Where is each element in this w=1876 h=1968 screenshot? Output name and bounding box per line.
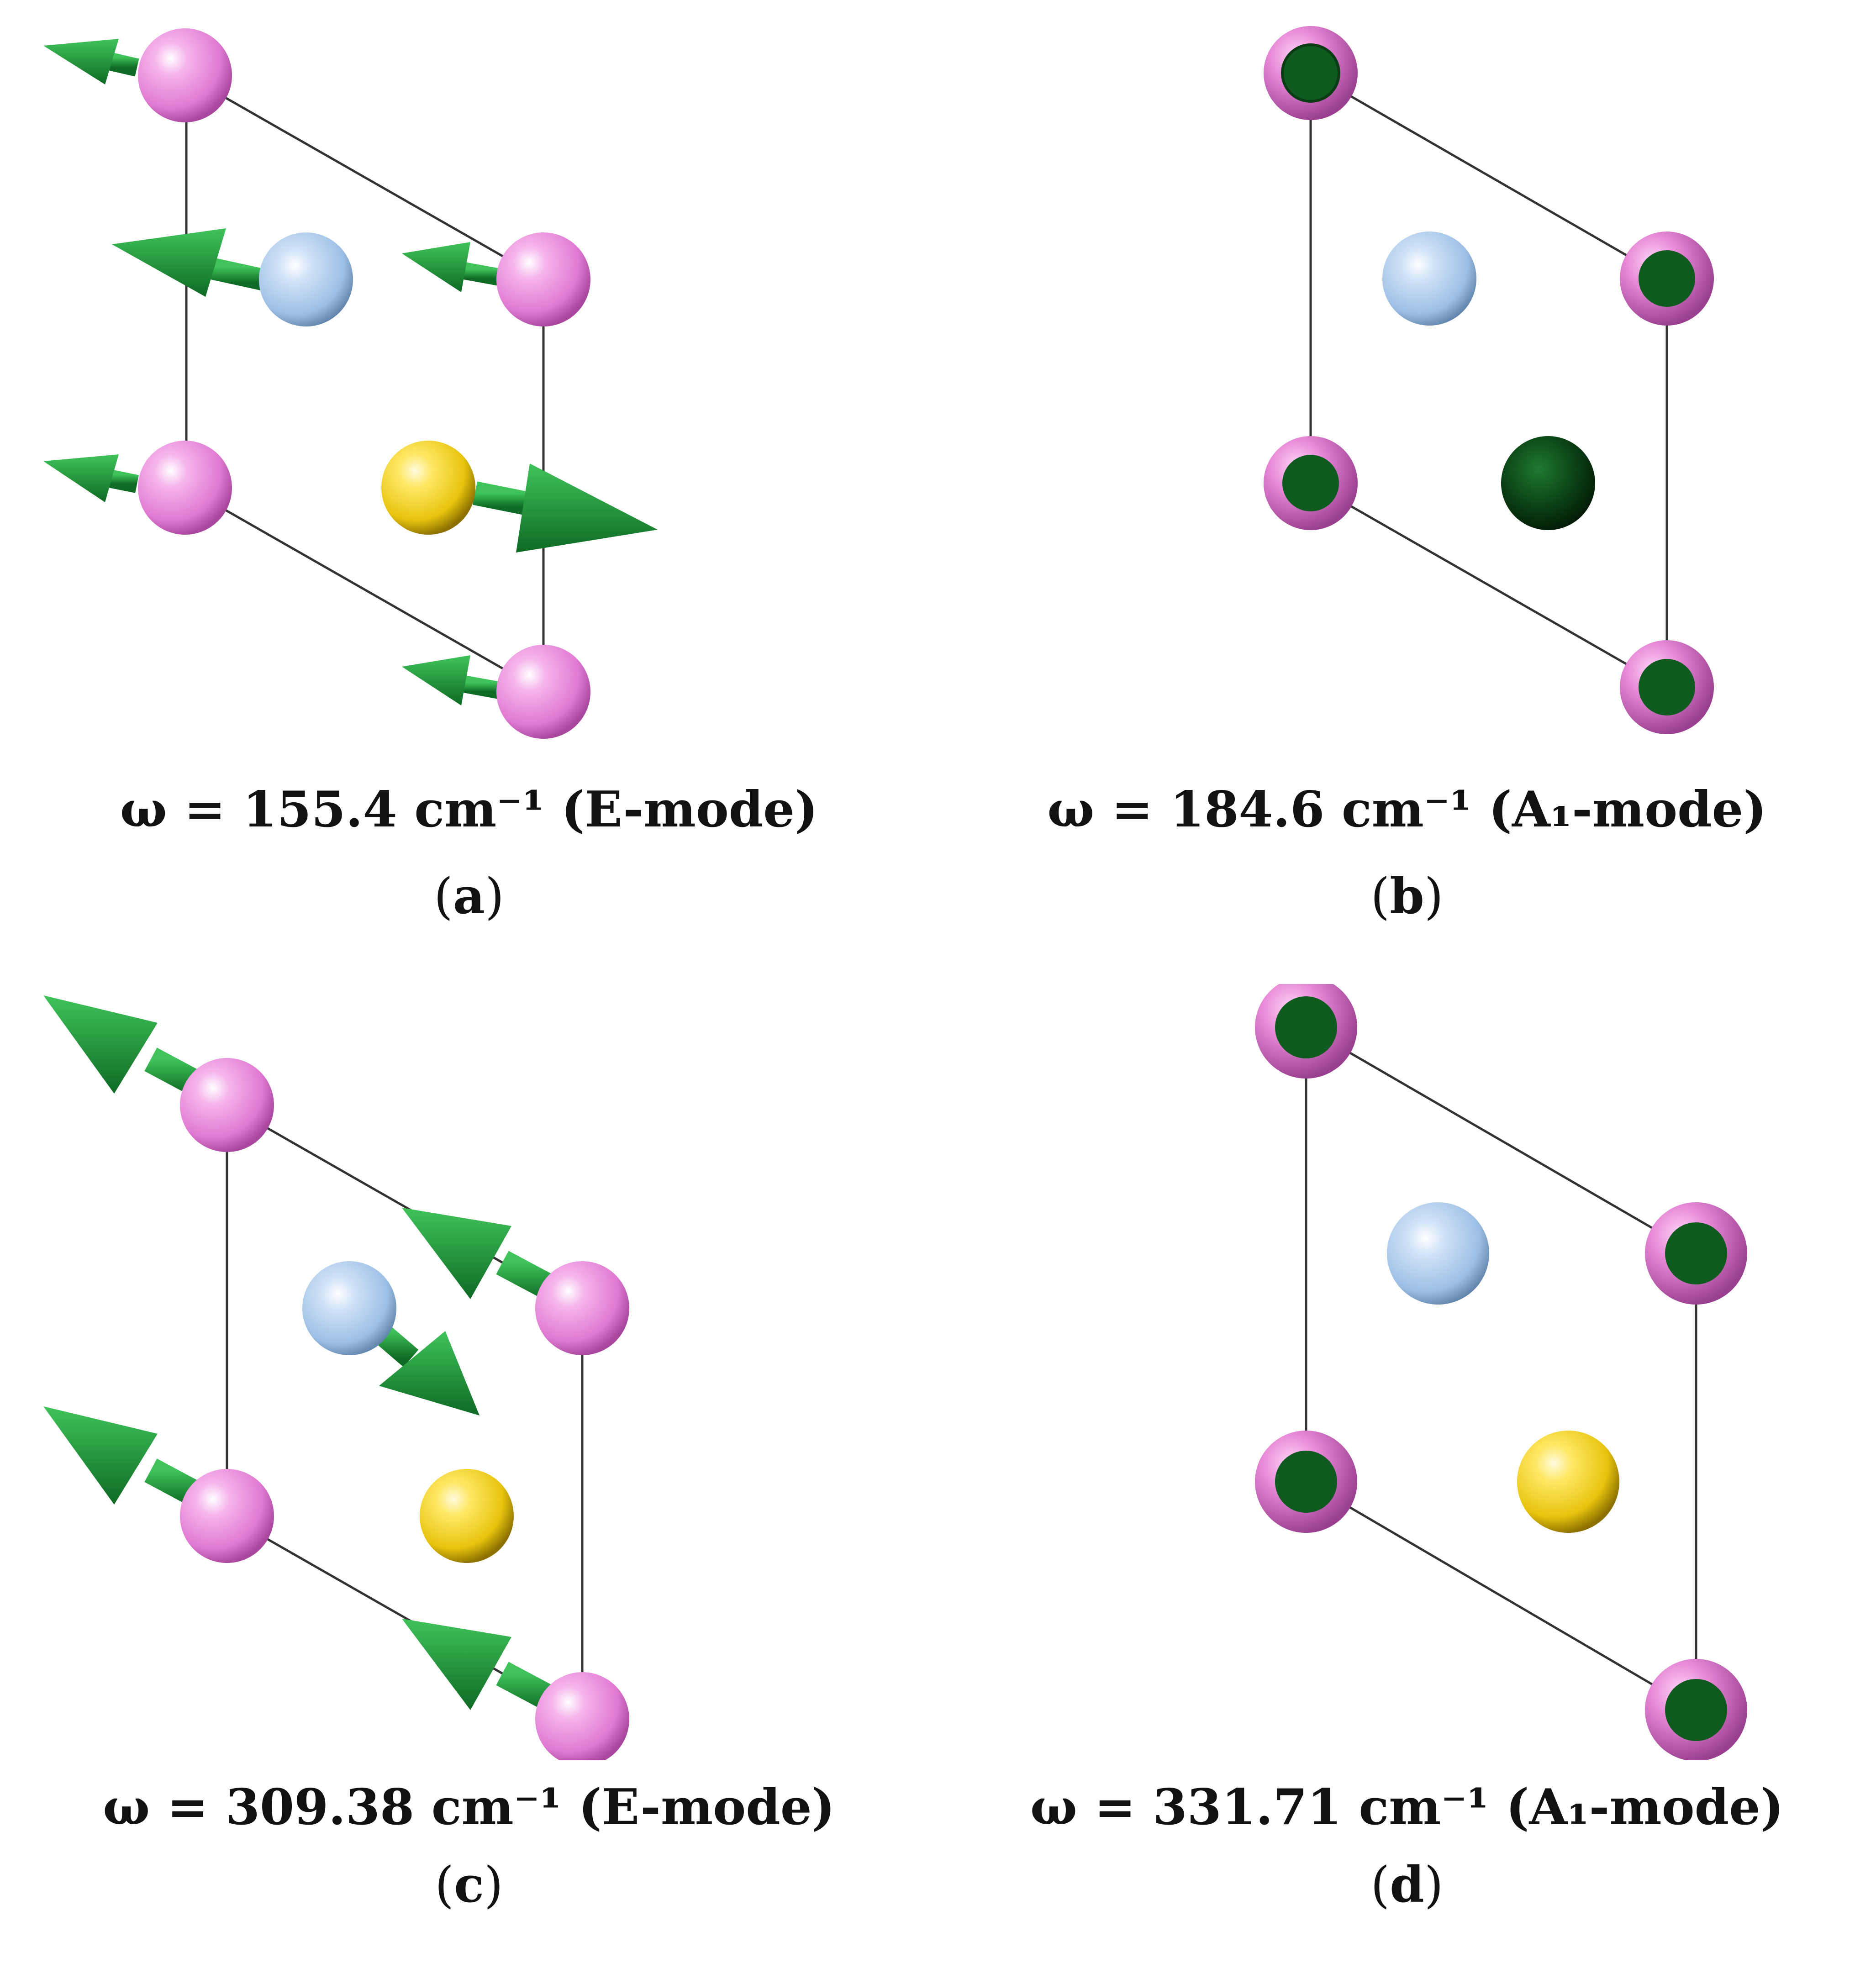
atom-pink-with-normal-arrow [1255,1431,1357,1533]
panel-label-letter: c [454,1856,484,1914]
panel-label: (c) [434,1856,504,1914]
atom-pink-with-normal-arrow [1264,26,1358,120]
atom-pink-with-normal-arrow [1255,984,1357,1079]
unit-cell-outline [226,1104,584,1721]
frequency-caption: ω = 184.6 cm⁻¹ (A₁-mode) [1047,781,1767,838]
atom-yellow [1517,1431,1619,1533]
frequency-caption: ω = 309.38 cm⁻¹ (E-mode) [103,1779,835,1836]
unit-cell-outline [185,74,545,694]
displacement-arrow [43,454,139,502]
atom-pink-with-normal-arrow [1620,640,1714,734]
atom-pink [535,1672,629,1760]
atom-pink-with-normal-arrow [1645,1202,1747,1305]
atom-pink-with-normal-arrow [1645,1659,1747,1760]
atom-pink-with-normal-arrow [1620,232,1714,326]
panel-label-letter: b [1390,868,1424,925]
atom-blue [1382,232,1476,326]
atom-pink [180,1469,274,1563]
atom-pink-with-normal-arrow [1264,436,1358,530]
panel-c: ω = 309.38 cm⁻¹ (E-mode) (c) [0,984,938,1968]
atom-blue [302,1261,396,1355]
panel-label-letter: a [453,868,485,925]
panel-d: ω = 331.71 cm⁻¹ (A₁-mode) (d) [938,984,1876,1968]
atom-yellow [381,441,475,535]
atom-pink [535,1261,629,1355]
displacement-arrow [112,228,281,297]
panel-label: (b) [1370,868,1444,925]
unit-cell-outline [1305,1026,1697,1712]
crystal-structure-c [43,995,629,1760]
panel-b: ω = 184.6 cm⁻¹ (A₁-mode) (b) [938,0,1876,984]
crystal-structure-a [43,28,658,739]
crystal-structure-d [1255,984,1747,1760]
frequency-caption: ω = 331.71 cm⁻¹ (A₁-mode) [1030,1779,1784,1836]
panel-a: ω = 155.4 cm⁻¹ (E-mode) (a) [0,0,938,984]
frequency-caption: ω = 155.4 cm⁻¹ (E-mode) [120,781,818,838]
atom-pink [496,232,590,326]
atom-pink [138,441,232,535]
unit-cell-outline [1309,72,1668,689]
atom-blue [1387,1202,1489,1305]
displacement-arrow [472,463,658,553]
panel-label: (d) [1370,1856,1444,1914]
atom-pink [496,645,590,739]
crystal-structure-b [1264,26,1714,734]
atom-pink [138,28,232,122]
displacement-arrow [43,39,139,84]
panel-label: (a) [433,868,505,925]
atom-yellow [420,1469,514,1563]
atom-pink [180,1058,274,1152]
atom-blue [259,232,353,326]
displacement-arrow [371,1322,480,1415]
panel-label-letter: d [1390,1856,1424,1914]
atom-dark-green [1501,436,1595,530]
